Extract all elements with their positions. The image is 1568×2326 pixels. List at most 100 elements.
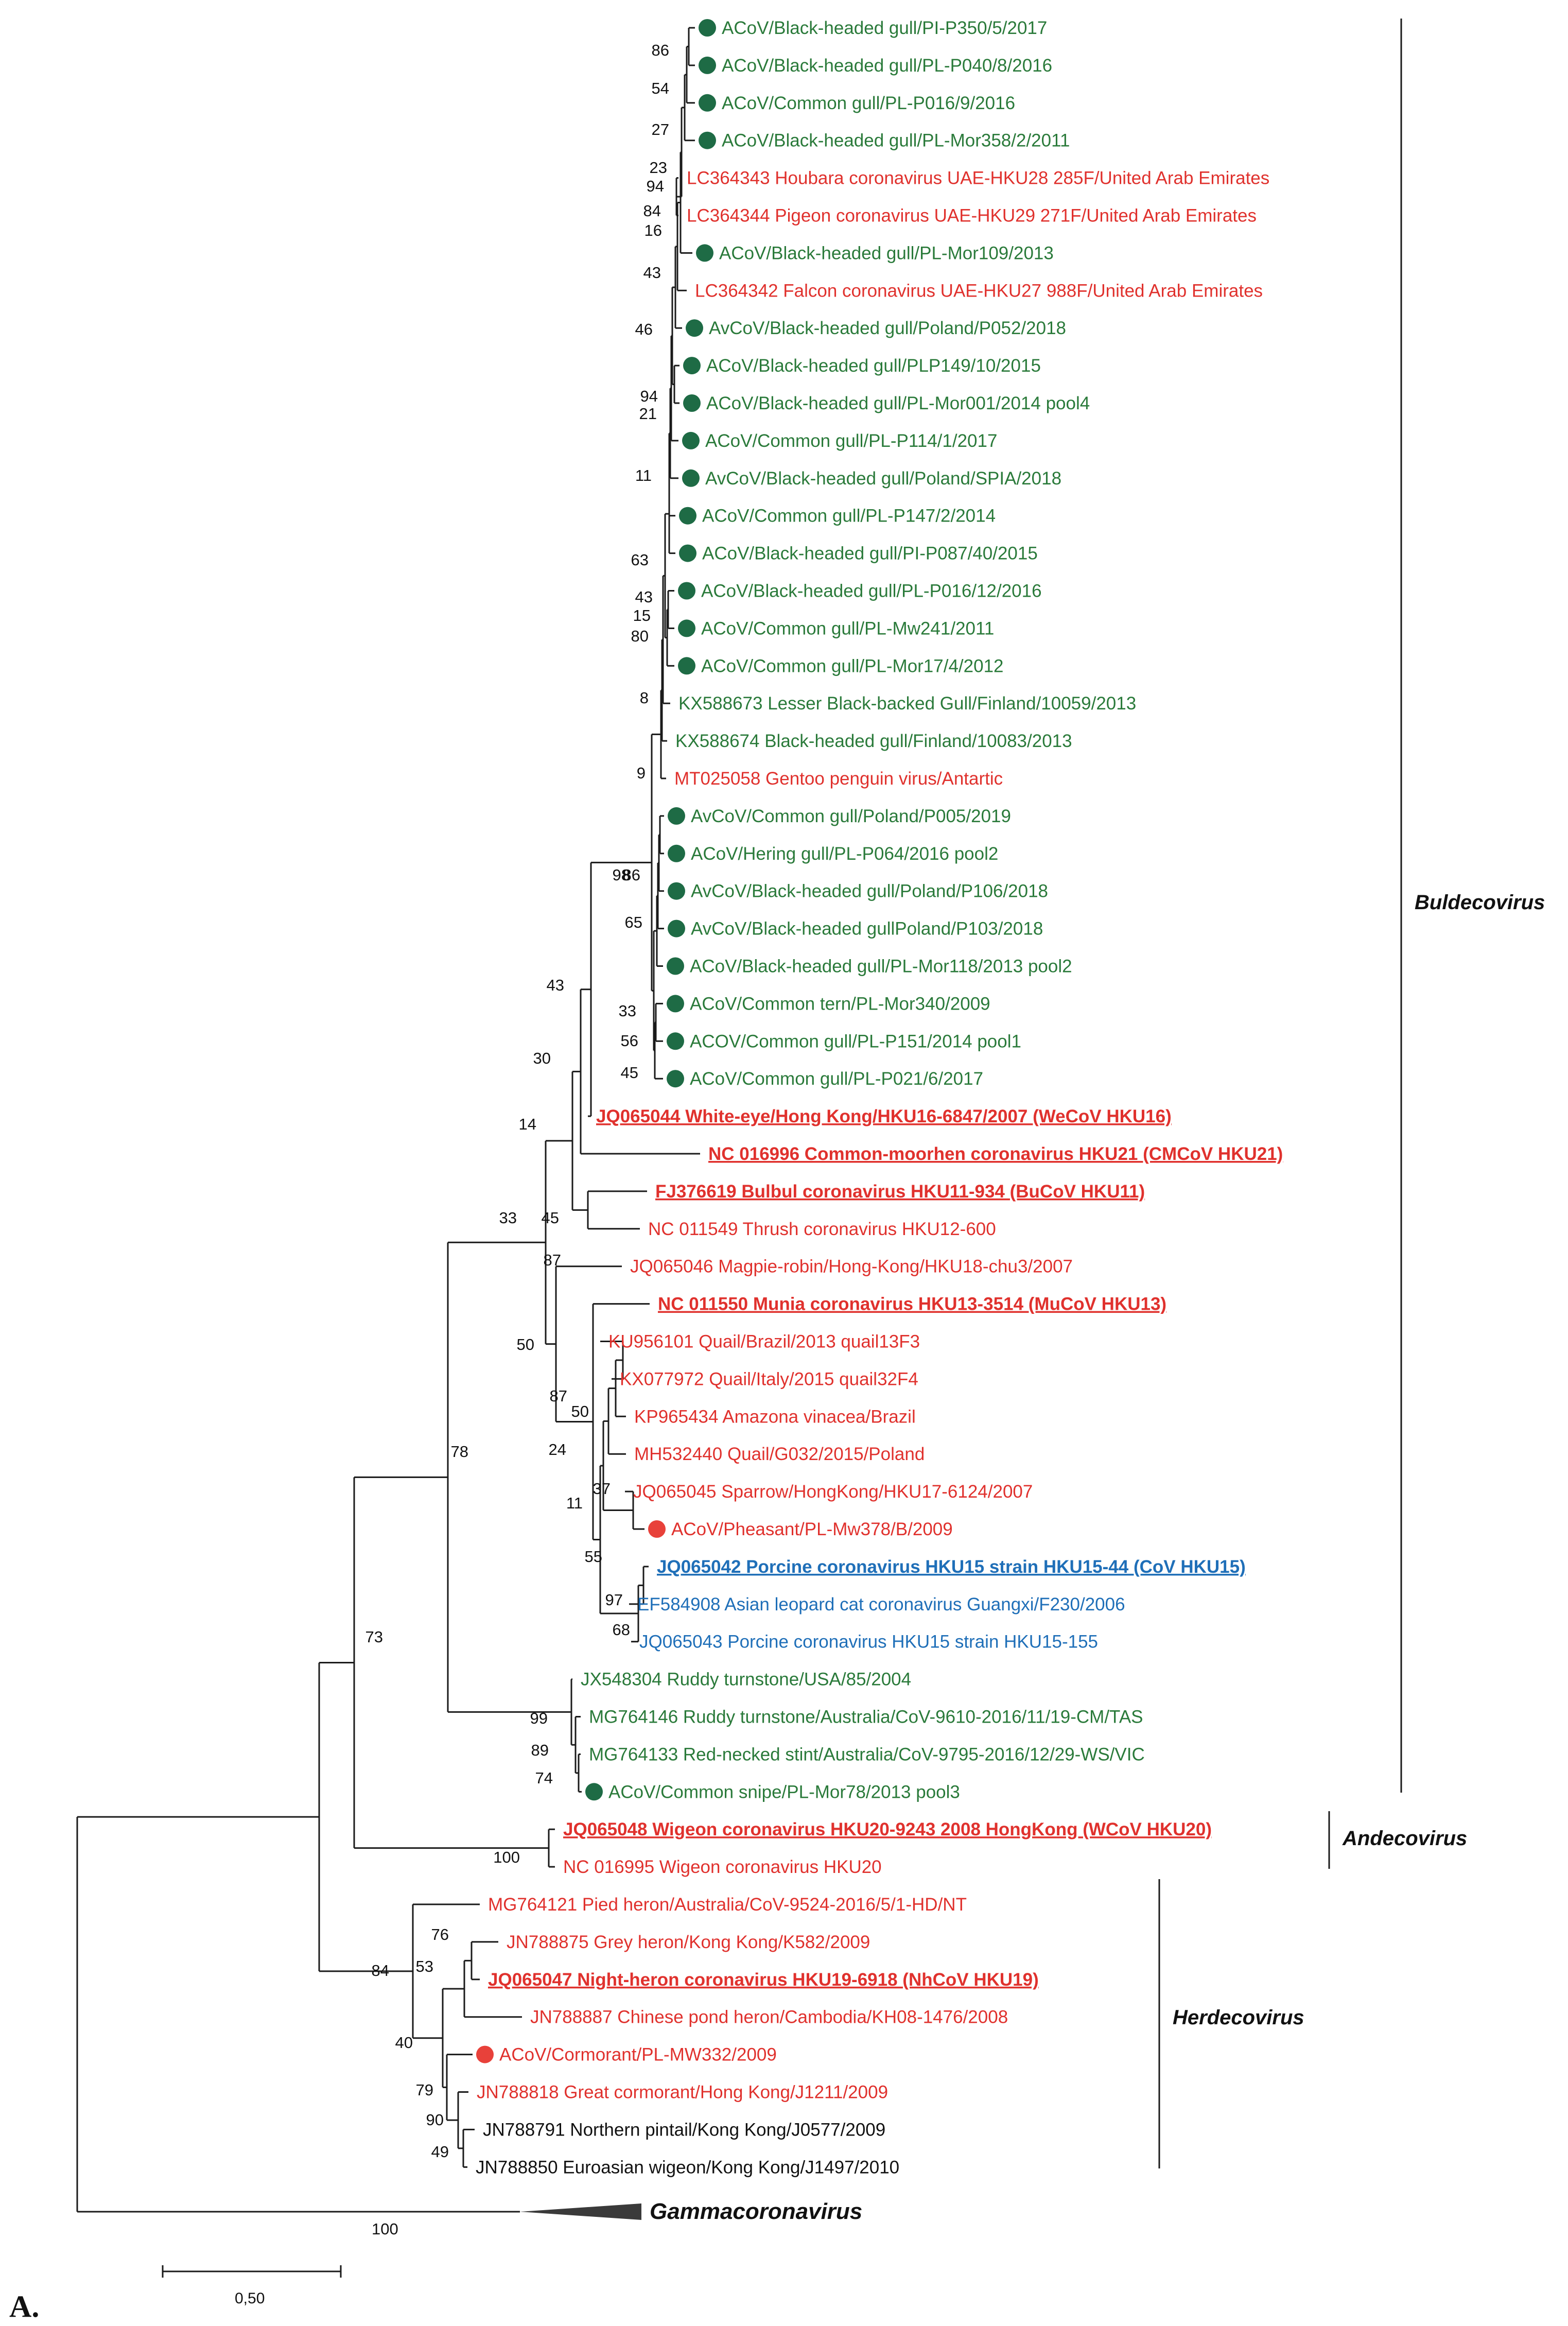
tip-label: NC 011550 Munia coronavirus HKU13-3514 (… (658, 1294, 1166, 1314)
bootstrap-value: 8 (640, 689, 649, 707)
bootstrap-value: 68 (613, 1621, 630, 1639)
bootstrap-value: 54 (652, 79, 669, 97)
bootstrap-value: 84 (643, 202, 661, 220)
tip-label: ACoV/Black-headed gull/PL-Mor118/2013 po… (690, 957, 1072, 977)
tip-marker-green (682, 431, 700, 449)
tip-label: ACoV/Black-headed gull/PL-Mor109/2013 (719, 243, 1054, 263)
tip-label: MG764121 Pied heron/Australia/CoV-9524-2… (488, 1895, 967, 1915)
tip-marker-green (699, 56, 716, 74)
tip-labels: ACoV/Black-headed gull/PI-P350/5/2017ACo… (476, 18, 1283, 2177)
tip-label: ACoV/Black-headed gull/PL-Mor001/2014 po… (706, 393, 1090, 413)
bootstrap-value: 94 (640, 387, 658, 405)
tip-label: ACoV/Black-headed gull/PL-Mor358/2/2011 (722, 131, 1070, 151)
bootstrap-value: 50 (517, 1335, 534, 1353)
tip-label: JN788850 Euroasian wigeon/Kong Kong/J149… (476, 2157, 899, 2177)
bootstrap-value: 80 (631, 627, 649, 645)
tip-label: JQ065045 Sparrow/HongKong/HKU17-6124/200… (633, 1482, 1033, 1502)
bootstrap-value: 65 (625, 913, 642, 931)
tip-marker-green (699, 131, 716, 149)
bootstrap-value: 74 (535, 1769, 553, 1787)
tip-marker-green (699, 19, 716, 37)
tip-marker-green (667, 957, 684, 975)
tip-marker-green (668, 919, 685, 938)
tip-label: JN788887 Chinese pond heron/Cambodia/KH0… (530, 2007, 1008, 2027)
tip-label: AvCoV/Black-headed gull/Poland/P052/2018 (709, 318, 1066, 338)
tip-label: NC 011549 Thrush coronavirus HKU12-600 (648, 1219, 996, 1239)
tip-label: ACoV/Cormorant/PL-MW332/2009 (499, 2045, 777, 2065)
tip-label: ACoV/Common gull/PL-P147/2/2014 (702, 506, 996, 526)
bootstrap-value: 23 (650, 159, 667, 177)
tip-label: LC364343 Houbara coronavirus UAE-HKU28 2… (687, 168, 1269, 188)
tip-label: KX077972 Quail/Italy/2015 quail32F4 (620, 1369, 918, 1389)
tip-markers (476, 19, 716, 2063)
bootstrap-value: 76 (431, 1925, 449, 1943)
tip-label: KU956101 Quail/Brazil/2013 quail13F3 (608, 1332, 920, 1352)
tip-label: ACoV/Common tern/PL-Mor340/2009 (690, 994, 990, 1014)
tip-marker-green (678, 582, 695, 600)
clade-label: Andecovirus (1342, 1827, 1467, 1850)
bootstrap-value: 30 (533, 1049, 551, 1067)
bootstrap-value: 40 (395, 2034, 413, 2052)
tip-label: KP965434 Amazona vinacea/Brazil (634, 1407, 916, 1427)
tip-marker-red (476, 2045, 494, 2063)
outgroup-collapsed-triangle (520, 2203, 641, 2220)
bootstrap-value: 9 (637, 764, 646, 782)
bootstrap-value: 33 (619, 1002, 636, 1020)
tip-label: NC 016996 Common-moorhen coronavirus HKU… (708, 1144, 1283, 1164)
tip-label: JQ065048 Wigeon coronavirus HKU20-9243 2… (563, 1819, 1212, 1839)
tip-label: JX548304 Ruddy turnstone/USA/85/2004 (581, 1670, 911, 1690)
bootstrap-value: 84 (372, 1962, 389, 1980)
tip-marker-green (699, 94, 716, 112)
tip-label: AvCoV/Black-headed gullPoland/P103/2018 (691, 919, 1043, 939)
bootstrap-value: 56 (621, 1032, 638, 1050)
tip-marker-green (668, 807, 685, 825)
bootstrap-value: 90 (426, 2111, 444, 2129)
outgroup-label: Gammacoronavirus (650, 2199, 862, 2224)
tip-label: KX588674 Black-headed gull/Finland/10083… (675, 731, 1072, 751)
tip-marker-green (683, 394, 701, 412)
clade-label: Buldecovirus (1415, 891, 1545, 914)
tip-marker-green (678, 619, 695, 637)
bootstrap-value: 49 (431, 2143, 449, 2161)
bootstrap-value: 50 (571, 1402, 589, 1420)
tip-label: KX588673 Lesser Black-backed Gull/Finlan… (678, 693, 1136, 714)
bootstrap-value: 87 (550, 1387, 567, 1405)
tip-label: JQ065047 Night-heron coronavirus HKU19-6… (488, 1970, 1039, 1990)
tip-label: ACOV/Common gull/PL-P151/2014 pool1 (690, 1031, 1021, 1051)
bootstrap-value: 21 (639, 405, 657, 423)
tip-label: JN788791 Northern pintail/Kong Kong/J057… (483, 2120, 885, 2140)
tip-label: EF584908 Asian leopard cat coronavirus G… (637, 1594, 1125, 1615)
bootstrap-values: 8654272394841643469421116343158089988665… (365, 41, 669, 2161)
bootstrap-value: 11 (566, 1494, 583, 1512)
tip-label: JQ065044 White-eye/Hong Kong/HKU16-6847/… (596, 1106, 1172, 1126)
bootstrap-value: 63 (631, 551, 649, 569)
tip-label: ACoV/Common gull/PL-P021/6/2017 (690, 1069, 983, 1089)
tip-label: LC364344 Pigeon coronavirus UAE-HKU29 27… (687, 206, 1257, 226)
tip-label: ACoV/Black-headed gull/PI-P087/40/2015 (702, 544, 1038, 564)
outgroup-bootstrap: 100 (372, 2220, 398, 2238)
tip-label: ACoV/Common gull/PL-Mor17/4/2012 (701, 656, 1004, 676)
bootstrap-value: 33 (499, 1209, 517, 1227)
bootstrap-value: 16 (644, 221, 662, 239)
tip-marker-green (667, 1070, 684, 1088)
tip-label: ACoV/Black-headed gull/PL-P040/8/2016 (722, 56, 1052, 76)
tip-label: ACoV/Pheasant/PL-Mw378/B/2009 (671, 1519, 953, 1539)
tip-label: JQ065046 Magpie-robin/Hong-Kong/HKU18-ch… (630, 1257, 1073, 1277)
tip-label: ACoV/Black-headed gull/PI-P350/5/2017 (722, 18, 1047, 38)
tip-marker-green (667, 1032, 684, 1050)
bootstrap-value: 100 (493, 1848, 520, 1866)
tip-label: LC364342 Falcon coronavirus UAE-HKU27 98… (695, 281, 1263, 301)
bootstrap-value: 98 (613, 866, 630, 884)
bootstrap-value: 46 (635, 320, 653, 338)
tip-label: JN788818 Great cormorant/Hong Kong/J1211… (477, 2082, 888, 2103)
tip-marker-green (696, 244, 713, 262)
bootstrap-value: 43 (547, 976, 564, 994)
tip-marker-green (686, 319, 703, 337)
tip-marker-green (678, 657, 695, 675)
bootstrap-value: 89 (531, 1741, 549, 1759)
panel-label: A. (9, 2289, 39, 2323)
tip-label: AvCoV/Black-headed gull/Poland/SPIA/2018 (705, 468, 1061, 489)
tip-label: AvCoV/Common gull/Poland/P005/2019 (691, 806, 1011, 826)
